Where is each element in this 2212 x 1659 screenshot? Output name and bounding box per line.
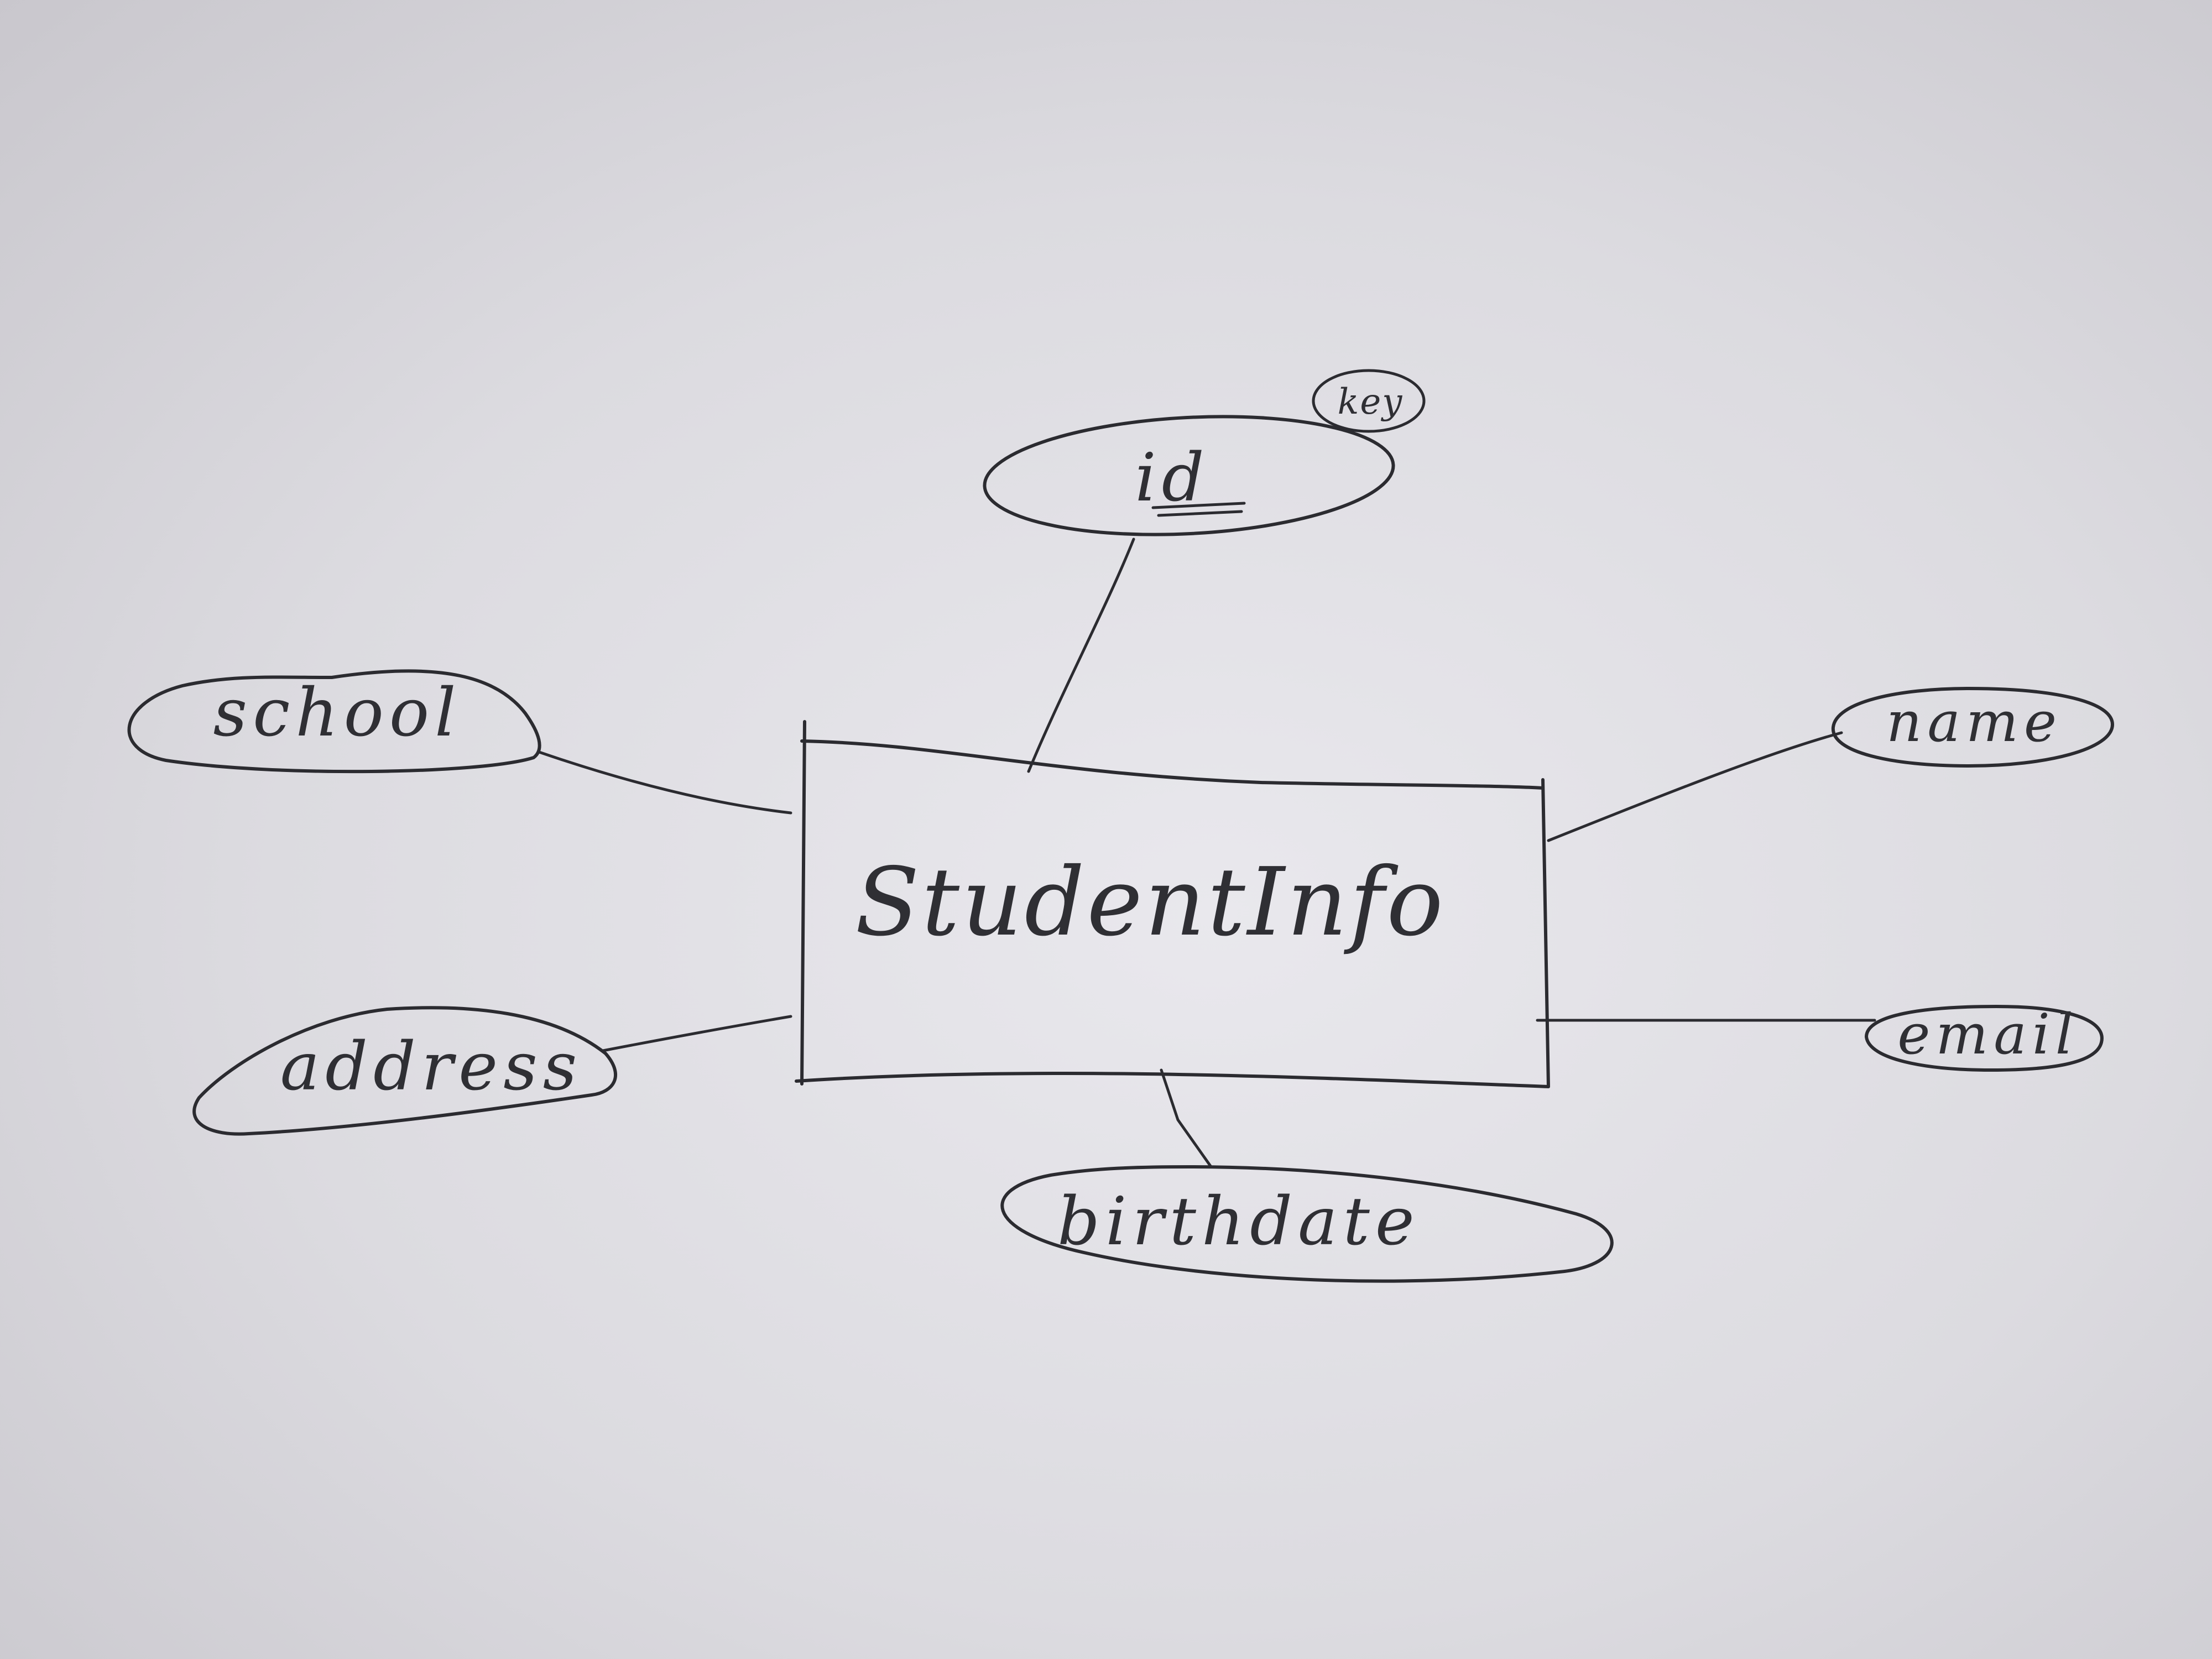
key-marker-ellipse (1312, 369, 1426, 433)
entity-box (795, 720, 1550, 1088)
attribute-email: email (1865, 1002, 2104, 1072)
connector-name (1547, 731, 1843, 842)
attribute-id-ellipse (983, 415, 1395, 536)
attribute-email-label: email (1897, 1002, 2079, 1067)
attribute-birthdate-label: birthdate (1057, 1183, 1420, 1260)
attribute-school: school (127, 669, 541, 774)
attribute-name-label: name (1886, 690, 2062, 754)
attribute-id: id (983, 415, 1395, 536)
attribute-id-label: id (1135, 440, 1209, 517)
connector-id (1027, 538, 1135, 773)
attribute-birthdate: birthdate (1000, 1165, 1614, 1283)
attribute-email-ellipse (1865, 1005, 2104, 1072)
attribute-name-ellipse (1831, 687, 2114, 768)
attribute-name: name (1831, 687, 2114, 768)
attribute-address-label: address (280, 1029, 583, 1105)
primary-key-underline-2 (1157, 510, 1243, 517)
key-marker-label: key (1338, 382, 1404, 422)
key-marker: key (1312, 369, 1426, 433)
connectors (538, 538, 1876, 1168)
attribute-birthdate-ellipse (1000, 1165, 1614, 1283)
connector-address (601, 1015, 792, 1052)
entity-label: StudentInfo (855, 848, 1445, 957)
connector-school (538, 750, 792, 815)
connector-birthdate (1160, 1068, 1213, 1168)
attribute-school-label: school (213, 675, 462, 752)
entity-studentinfo: StudentInfo (795, 720, 1550, 1088)
attribute-address-ellipse (192, 1006, 617, 1136)
primary-key-underline (1151, 502, 1246, 509)
attribute-address: address (192, 1006, 617, 1136)
attribute-school-ellipse (127, 669, 541, 774)
